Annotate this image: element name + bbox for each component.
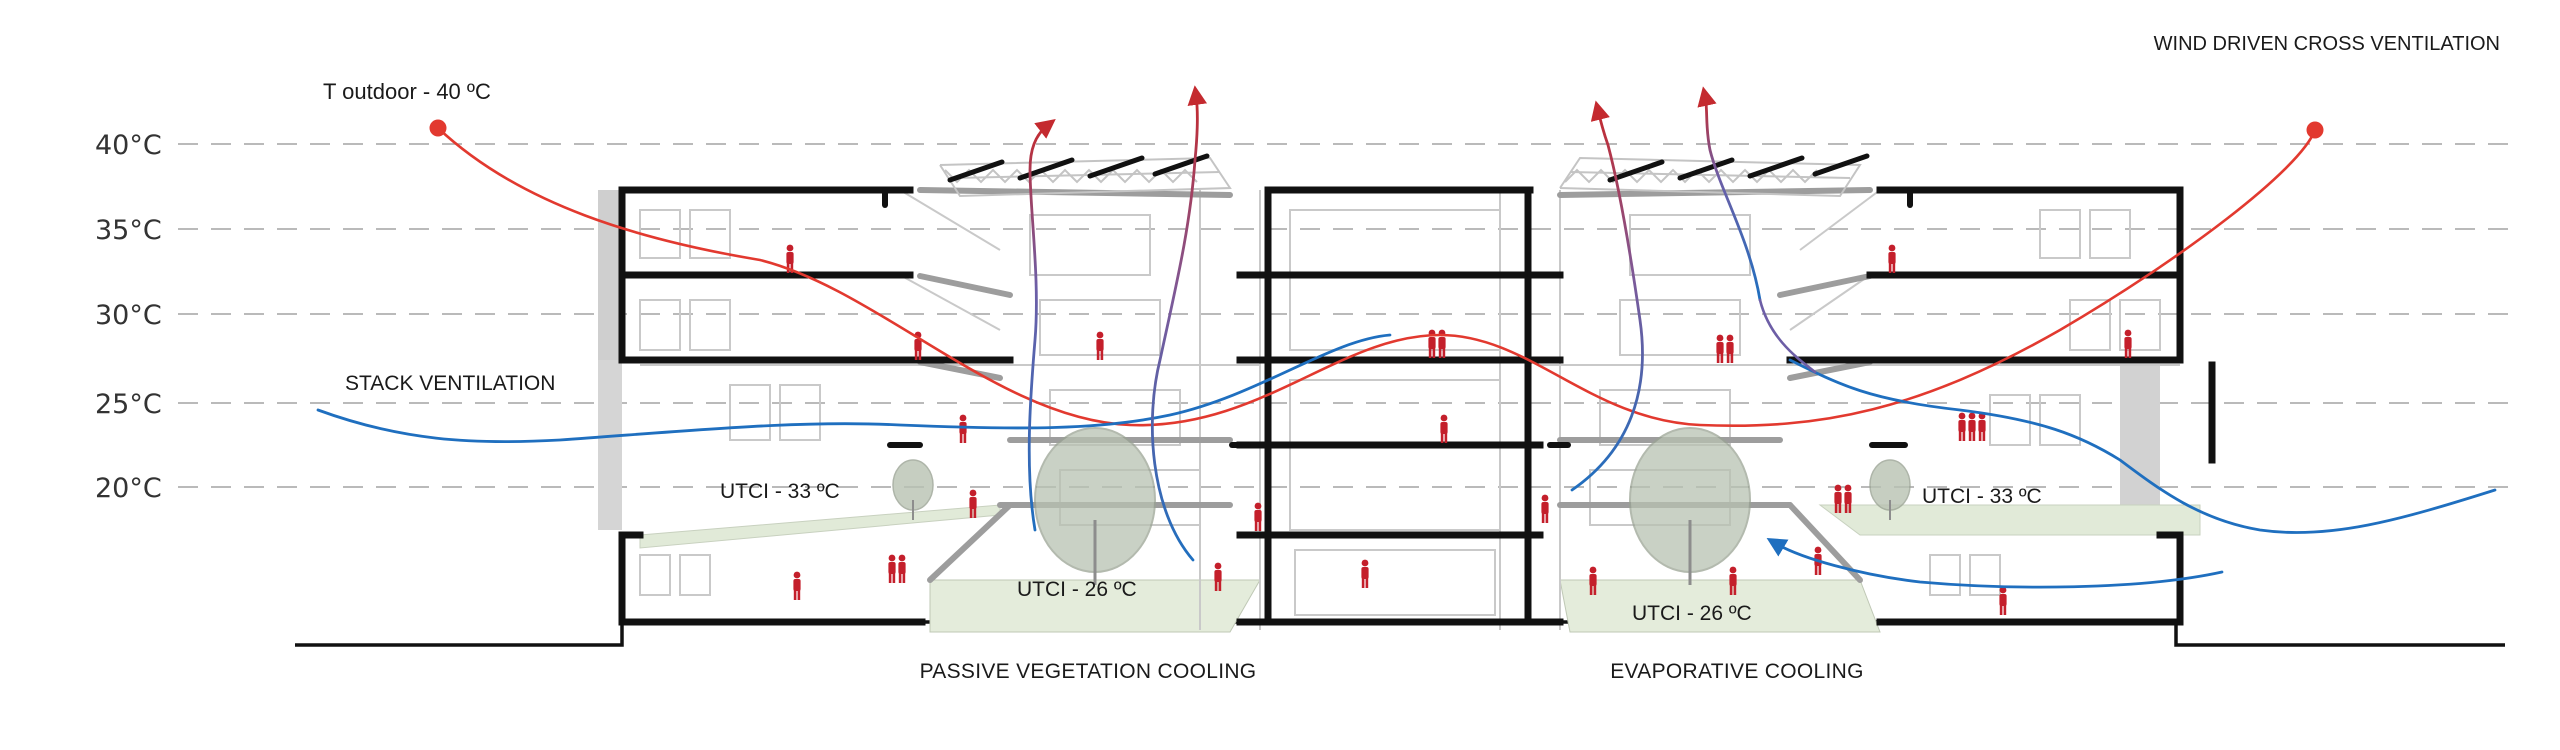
temperature-gridlines bbox=[178, 143, 2510, 488]
vegetation-area-right-upper bbox=[1818, 504, 2201, 536]
utci-right-lower-label: UTCI - 26 ºC bbox=[1632, 602, 1752, 625]
vegetation-area-left-courtyard bbox=[929, 579, 1261, 633]
passive-vegetation-cooling-label: PASSIVE VEGETATION COOLING bbox=[920, 660, 1257, 683]
temp-label-30: 30°C bbox=[95, 300, 162, 331]
vegetation-area-right-courtyard bbox=[1559, 579, 1881, 633]
warm-air-curve-left bbox=[436, 126, 2317, 428]
evaporative-cooling-label: EVAPORATIVE COOLING bbox=[1610, 660, 1863, 683]
temp-label-40: 40°C bbox=[95, 130, 162, 161]
utci-right-upper-label: UTCI - 33 ºC bbox=[1922, 485, 2042, 508]
tree-left-large bbox=[1034, 427, 1156, 585]
outdoor-temp-marker-right bbox=[2306, 121, 2324, 139]
tree-right-large bbox=[1629, 427, 1751, 585]
vegetation-area-left-upper bbox=[639, 504, 1001, 549]
tree-right-small bbox=[1869, 459, 1911, 520]
utci-left-upper-label: UTCI - 33 ºC bbox=[720, 480, 840, 503]
labels: WIND DRIVEN CROSS VENTILATION T outdoor … bbox=[323, 33, 2500, 683]
stack-plume-left-1 bbox=[1150, 85, 1208, 562]
tree-left-small bbox=[892, 459, 934, 520]
temp-label-25: 25°C bbox=[95, 389, 162, 420]
stack-plume-right-1 bbox=[1570, 100, 1644, 492]
utci-left-lower-label: UTCI - 26 ºC bbox=[1017, 578, 1137, 601]
outdoor-temp-marker-left bbox=[429, 119, 447, 137]
stack-ventilation-curve bbox=[316, 333, 1392, 444]
evaporative-inflow-arrow bbox=[1766, 537, 2224, 589]
building-section bbox=[598, 156, 2216, 633]
temp-label-35: 35°C bbox=[95, 215, 162, 246]
temp-label-20: 20°C bbox=[95, 473, 162, 504]
temperature-scale: 40°C 35°C 30°C 25°C 20°C bbox=[95, 130, 162, 504]
outdoor-temperature-label: T outdoor - 40 ºC bbox=[323, 79, 491, 104]
stack-plume-right-2 bbox=[1697, 86, 1762, 302]
airflow-paths bbox=[316, 85, 2497, 589]
stack-plume-left-3 bbox=[1027, 119, 1056, 532]
cross-ventilation-curve bbox=[1788, 358, 2497, 534]
stack-ventilation-label: STACK VENTILATION bbox=[345, 372, 555, 395]
diagram-title: WIND DRIVEN CROSS VENTILATION bbox=[2154, 33, 2500, 55]
